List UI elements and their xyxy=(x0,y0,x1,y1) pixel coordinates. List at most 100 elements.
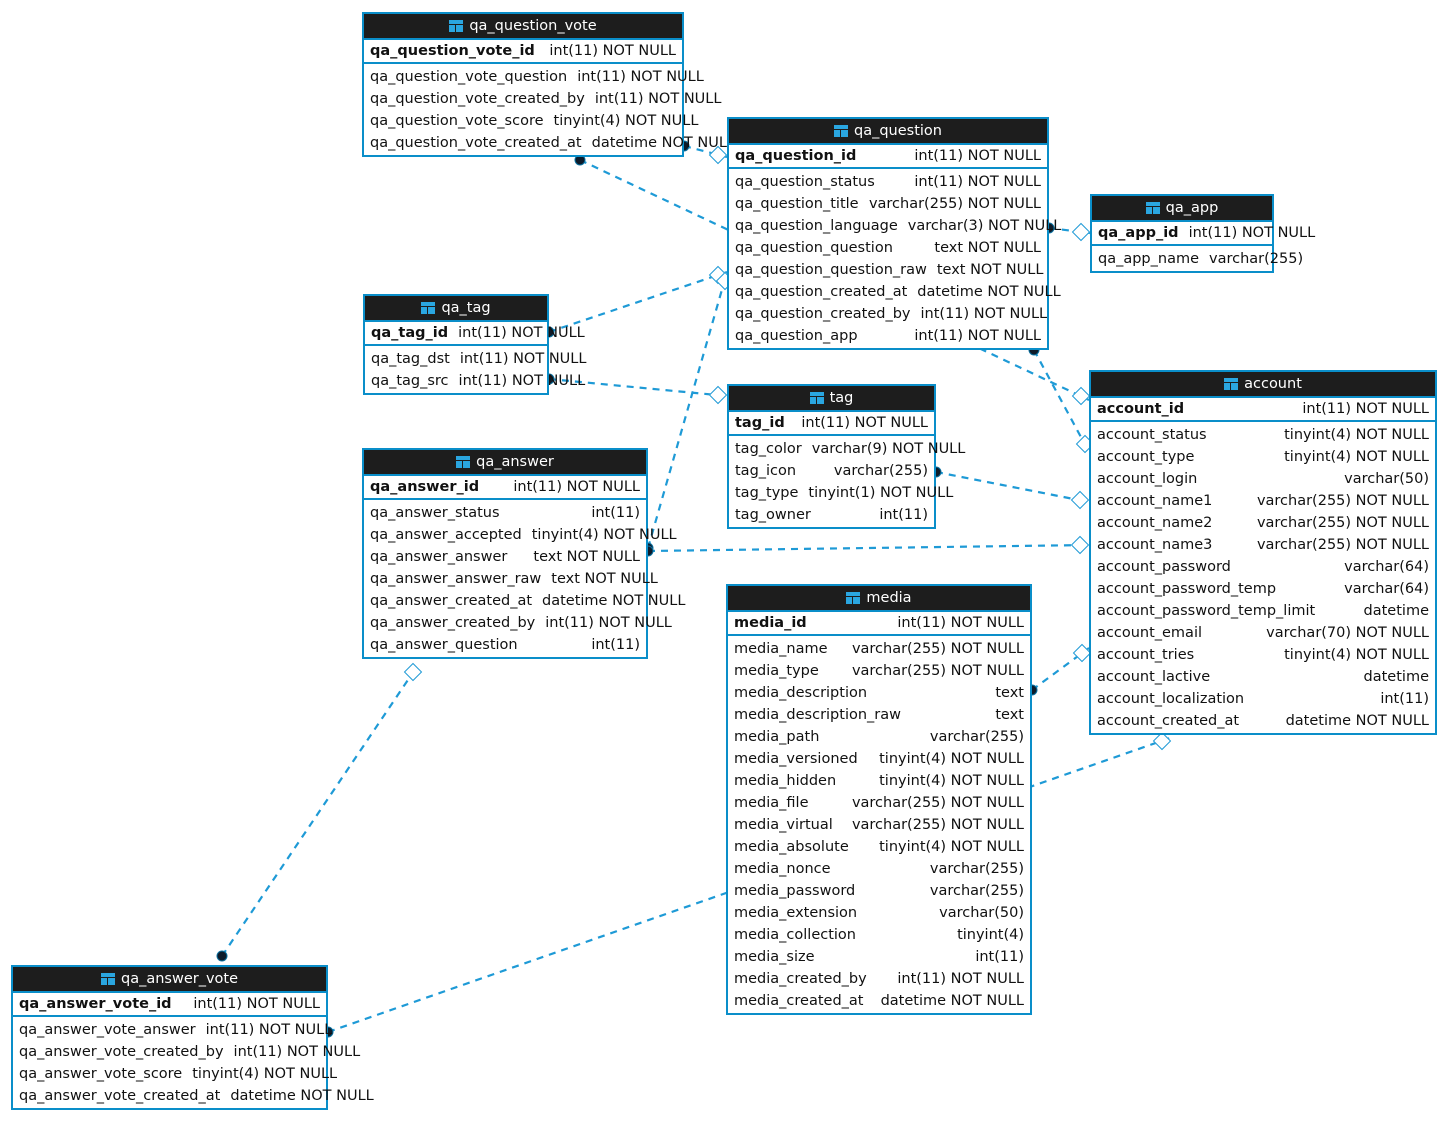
table-header[interactable]: media xyxy=(728,586,1030,610)
column-name: tag_owner xyxy=(735,507,811,523)
column-type: tinyint(4) NOT NULL xyxy=(192,1066,338,1082)
table-icon xyxy=(1224,378,1239,390)
table-header[interactable]: account xyxy=(1091,372,1435,396)
column-type: varchar(255) NOT NULL xyxy=(851,817,1024,833)
relation-target-diamond xyxy=(1071,222,1091,242)
column-name: tag_icon xyxy=(735,463,797,479)
column-type: varchar(64) xyxy=(1344,559,1429,575)
table-header[interactable]: qa_app xyxy=(1092,196,1272,220)
table-header[interactable]: qa_question xyxy=(729,119,1047,143)
column-name: account_localization xyxy=(1097,691,1245,707)
column-name: tag_id xyxy=(735,415,785,431)
table-header[interactable]: qa_answer xyxy=(364,450,646,474)
column-name: media_created_by xyxy=(734,971,867,987)
column-name: qa_answer_vote_created_at xyxy=(19,1088,221,1104)
table-header[interactable]: qa_answer_vote xyxy=(13,967,326,991)
table-header[interactable]: tag xyxy=(729,386,934,410)
table-header[interactable]: qa_question_vote xyxy=(364,14,682,38)
table-header[interactable]: qa_tag xyxy=(365,296,547,320)
column-name: qa_tag_src xyxy=(371,373,449,389)
